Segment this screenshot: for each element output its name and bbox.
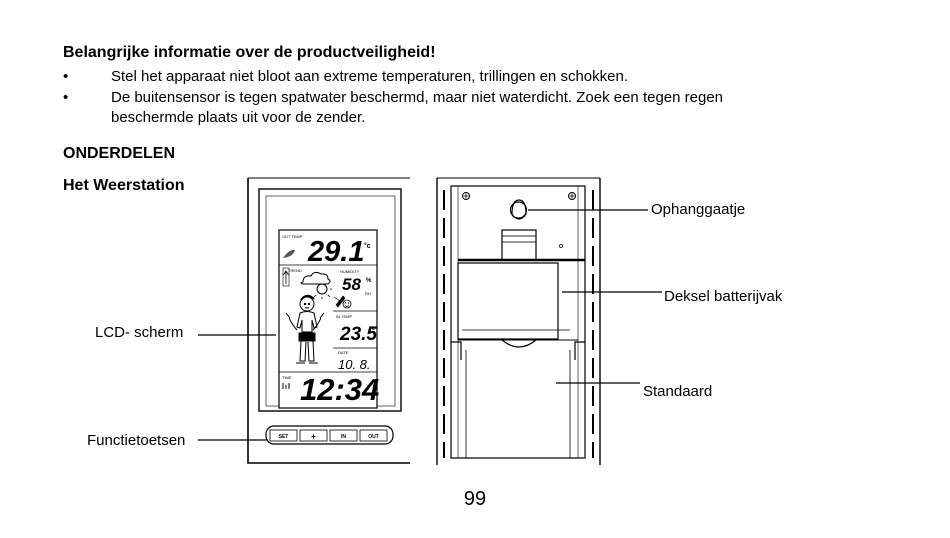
cloud-sun-icon bbox=[300, 271, 332, 299]
button-label: + bbox=[311, 432, 316, 441]
trend-label: TREND bbox=[288, 268, 302, 273]
station-subheading: Het Weerstation bbox=[63, 177, 185, 194]
button-label: OUT bbox=[368, 434, 379, 440]
label-stand: Standaard bbox=[643, 383, 713, 400]
ventilation-icon bbox=[333, 295, 346, 308]
lcd-screen bbox=[278, 229, 378, 409]
bullet-symbol: • bbox=[63, 89, 69, 106]
page-number: 99 bbox=[463, 488, 487, 510]
set-button[interactable]: SET bbox=[269, 429, 298, 442]
out-temp-label: OUT TEMP bbox=[282, 234, 303, 239]
date-label: DATE bbox=[338, 350, 349, 355]
out-button[interactable]: OUT bbox=[359, 429, 388, 442]
in-button[interactable]: IN bbox=[329, 429, 358, 442]
humidity-value: 58 bbox=[342, 275, 361, 294]
trend-arrow-icon bbox=[282, 267, 290, 287]
out-temp-value: 29.1 bbox=[307, 236, 364, 268]
person-icon bbox=[285, 294, 325, 364]
label-lcd-screen: LCD- scherm bbox=[95, 324, 184, 341]
screw-icon bbox=[462, 192, 470, 200]
smiley-icon bbox=[342, 299, 352, 309]
label-function-keys: Functietoetsen bbox=[87, 432, 186, 449]
plus-button[interactable]: + bbox=[299, 429, 328, 442]
date-value: 10. 8. bbox=[338, 357, 371, 372]
leaf-icon bbox=[283, 249, 295, 258]
time-label: TIME bbox=[282, 375, 292, 380]
parts-heading: ONDERDELEN bbox=[63, 145, 176, 162]
front-device: OUT TEMP 29.1 °c TREND HUMIDITY 58 % RH bbox=[247, 177, 410, 464]
side-slots bbox=[443, 190, 594, 458]
bullet-symbol: • bbox=[63, 68, 69, 85]
time-value: 12:34 bbox=[300, 372, 379, 407]
in-temp-value: 23.5 bbox=[339, 324, 377, 345]
safety-heading: Belangrijke informatie over de productve… bbox=[63, 44, 436, 61]
in-temp-unit: °c bbox=[370, 326, 375, 332]
humidity-unit: % bbox=[366, 278, 372, 284]
label-hanging-hole: Ophanggaatje bbox=[651, 201, 746, 218]
bullet-text: beschermde plaats uit voor de zender. bbox=[111, 109, 366, 126]
callout-lines bbox=[198, 209, 662, 441]
humidity-label: HUMIDITY bbox=[340, 269, 360, 274]
bullet-text: Stel het apparaat niet bloot aan extreme… bbox=[111, 68, 628, 85]
out-temp-unit: °c bbox=[364, 242, 371, 250]
button-label: SET bbox=[279, 434, 289, 440]
radio-signal-icon bbox=[282, 383, 290, 389]
bullet-text: De buitensensor is tegen spatwater besch… bbox=[111, 89, 724, 106]
rh-label: RH bbox=[365, 291, 371, 296]
in-temp-label: IN TEMP bbox=[336, 314, 352, 319]
battery-cover bbox=[457, 262, 559, 340]
label-battery-cover: Deksel batterijvak bbox=[664, 288, 783, 305]
button-label: IN bbox=[341, 434, 346, 440]
back-device bbox=[436, 177, 601, 465]
screw-icon bbox=[568, 192, 576, 200]
